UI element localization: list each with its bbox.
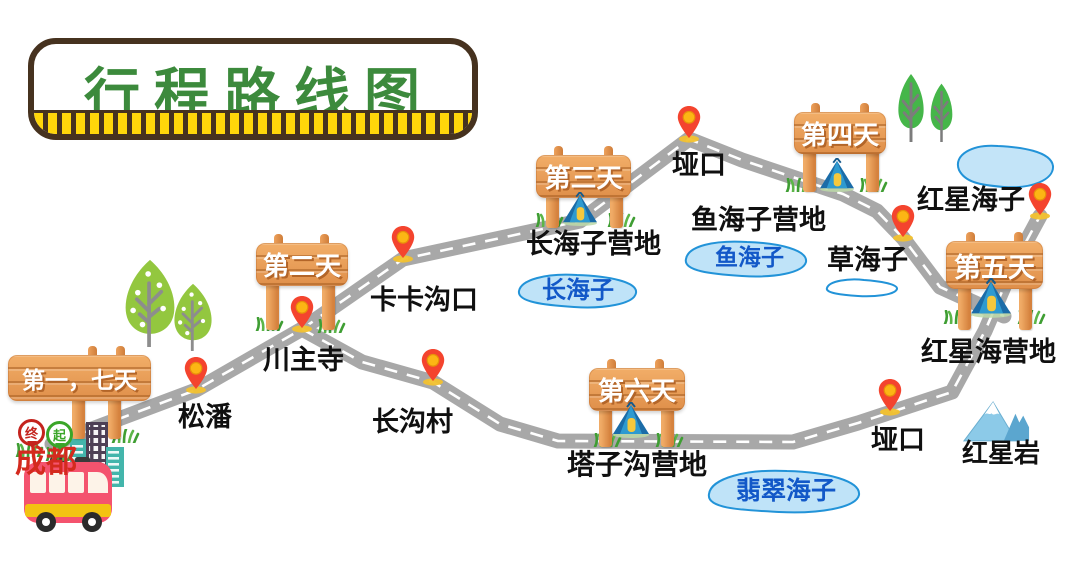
label-lake-changhaizi: 长海子 bbox=[542, 277, 614, 304]
label-hongxinghai-camp: 红星海营地 bbox=[921, 337, 1056, 367]
pin-icon-chuanzhusi bbox=[289, 295, 315, 333]
label-changhaizi-camp: 长海子营地 bbox=[526, 229, 661, 259]
sign-knob bbox=[860, 103, 869, 115]
sign-knob bbox=[655, 359, 664, 371]
sign-knob bbox=[811, 103, 820, 115]
sign-knob bbox=[966, 232, 975, 244]
pin-icon-caohaizi bbox=[890, 204, 916, 242]
label-yakou-south: 垭口 bbox=[871, 425, 925, 455]
sign-knob bbox=[274, 234, 283, 246]
day-sign-label: 第三天 bbox=[544, 163, 623, 193]
sign-knob bbox=[554, 146, 563, 158]
start-badge: 起 bbox=[46, 421, 73, 448]
sign-knob bbox=[607, 359, 616, 371]
tent-icon bbox=[818, 158, 856, 192]
pin-icon-yakou-north bbox=[676, 105, 702, 143]
day-sign-1-7: 第一，七天 bbox=[8, 346, 151, 439]
pin-icon-kakagoukou bbox=[390, 225, 416, 263]
end-badge: 终 bbox=[18, 419, 45, 446]
label-hongxinghaizi: 红星海子 bbox=[917, 185, 1025, 215]
lake-changhaizi bbox=[518, 273, 637, 309]
label-tazigou-camp: 塔子沟营地 bbox=[567, 449, 708, 480]
tent-icon bbox=[969, 278, 1013, 318]
tree-icon bbox=[894, 72, 928, 142]
sign-knob bbox=[1014, 232, 1023, 244]
label-yuhaizi-camp: 鱼海子营地 bbox=[691, 205, 826, 235]
label-songpan: 松潘 bbox=[178, 402, 232, 432]
tent-icon bbox=[561, 192, 599, 226]
label-lake-feicui: 翡翠海子 bbox=[736, 477, 837, 505]
sign-knob bbox=[320, 234, 329, 246]
sign-knob bbox=[88, 346, 97, 358]
label-changgoucun: 长沟村 bbox=[372, 407, 453, 437]
day-sign-2: 第二天 bbox=[256, 234, 348, 330]
lake-hongxinghaizi bbox=[956, 144, 1055, 189]
label-chengdu: 成都 bbox=[15, 444, 77, 479]
day-sign-3: 第三天 bbox=[536, 146, 631, 228]
banner-stripe-band bbox=[34, 110, 472, 134]
lake-yuhaizi bbox=[684, 240, 807, 278]
title-banner: 行程路线图 bbox=[28, 38, 478, 140]
snow-mountain-icon bbox=[961, 398, 1031, 443]
tree-icon bbox=[168, 281, 218, 351]
lake-small-caohaizi bbox=[825, 278, 898, 298]
sign-knob bbox=[116, 346, 125, 358]
pin-icon-changgoucun bbox=[420, 348, 446, 386]
tent-icon bbox=[611, 402, 651, 438]
pin-icon-songpan bbox=[183, 356, 209, 394]
day-sign-label: 第四天 bbox=[800, 119, 879, 150]
tree-icon bbox=[927, 82, 956, 142]
label-yakou-north: 垭口 bbox=[672, 150, 726, 180]
pin-icon-yakou-south bbox=[877, 378, 903, 416]
label-hongxingyan: 红星岩 bbox=[962, 438, 1041, 468]
label-caohaizi: 草海子 bbox=[827, 245, 908, 275]
day-sign-label: 第一，七天 bbox=[22, 367, 137, 393]
lake-feicuihaizi bbox=[707, 469, 860, 514]
pin-icon-hongxinghaizi bbox=[1027, 182, 1053, 220]
label-lake-yuhaizi: 鱼海子 bbox=[715, 244, 784, 270]
day-sign-label: 第二天 bbox=[262, 251, 341, 281]
day-sign-6: 第六天 bbox=[589, 359, 685, 447]
label-chuanzhusi: 川主寺 bbox=[263, 345, 344, 375]
label-kakagoukou: 卡卡沟口 bbox=[370, 285, 478, 315]
day-sign-4: 第四天 bbox=[794, 103, 886, 192]
day-sign-label: 第六天 bbox=[597, 376, 676, 406]
day-sign-label: 第五天 bbox=[954, 252, 1035, 283]
sign-knob bbox=[604, 146, 613, 158]
